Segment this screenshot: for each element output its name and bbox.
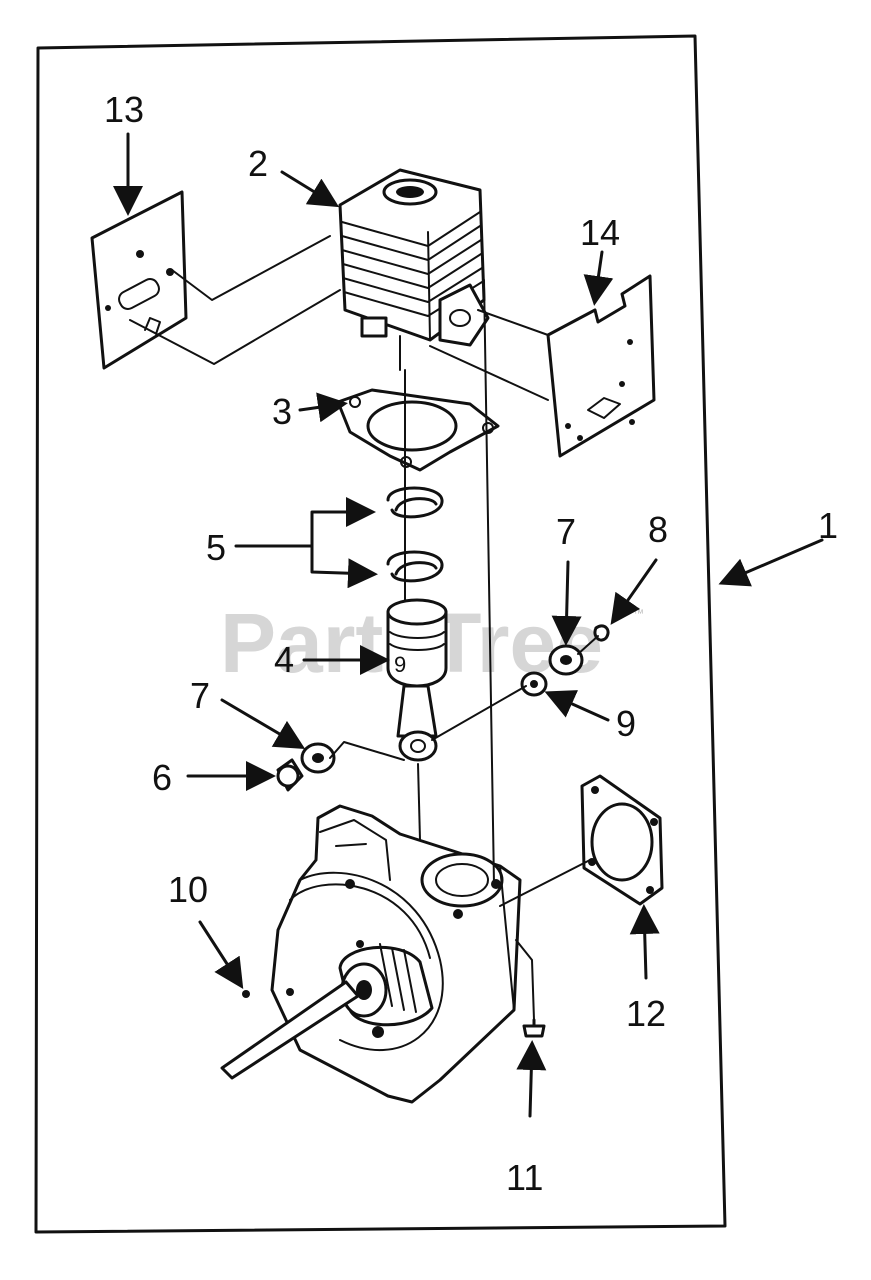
screw-11 <box>522 1018 546 1038</box>
svg-text:9: 9 <box>394 652 406 677</box>
callout-13: 13 <box>104 89 144 130</box>
callout-labels: 13 2 14 3 5 7 8 1 4 7 9 6 10 12 11 <box>104 89 838 1198</box>
callout-11: 11 <box>506 1157 543 1198</box>
cylinder-2 <box>338 168 490 371</box>
callout-7a: 7 <box>190 675 210 716</box>
clip-8 <box>593 624 610 642</box>
gasket-14 <box>546 274 656 458</box>
callout-3: 3 <box>272 391 292 432</box>
bearing-6 <box>276 758 304 792</box>
callout-12: 12 <box>626 993 666 1034</box>
callout-5: 5 <box>206 527 226 568</box>
gasket-3 <box>336 388 500 472</box>
piston-rings-5 <box>386 486 444 583</box>
callout-2: 2 <box>248 143 268 184</box>
assembly-lines <box>129 235 599 1021</box>
washer-7-left <box>300 742 336 774</box>
callout-4: 4 <box>274 639 294 680</box>
crankcase <box>220 804 522 1104</box>
frame-border <box>34 34 727 1234</box>
callout-arrows <box>113 132 824 1118</box>
gasket-12 <box>580 774 664 906</box>
piston-4: 9 <box>386 598 448 762</box>
watermark-trademark: ™ <box>633 608 644 620</box>
callout-8: 8 <box>648 509 668 550</box>
callout-14: 14 <box>580 212 620 253</box>
screw-10 <box>242 990 250 998</box>
callout-9: 9 <box>616 703 636 744</box>
bearing-9 <box>520 671 548 697</box>
gasket-13 <box>90 190 188 370</box>
washer-7-right <box>548 644 584 676</box>
callout-6: 6 <box>152 757 172 798</box>
callout-1: 1 <box>818 505 838 546</box>
callout-10: 10 <box>168 869 208 910</box>
callout-7b: 7 <box>556 511 576 552</box>
